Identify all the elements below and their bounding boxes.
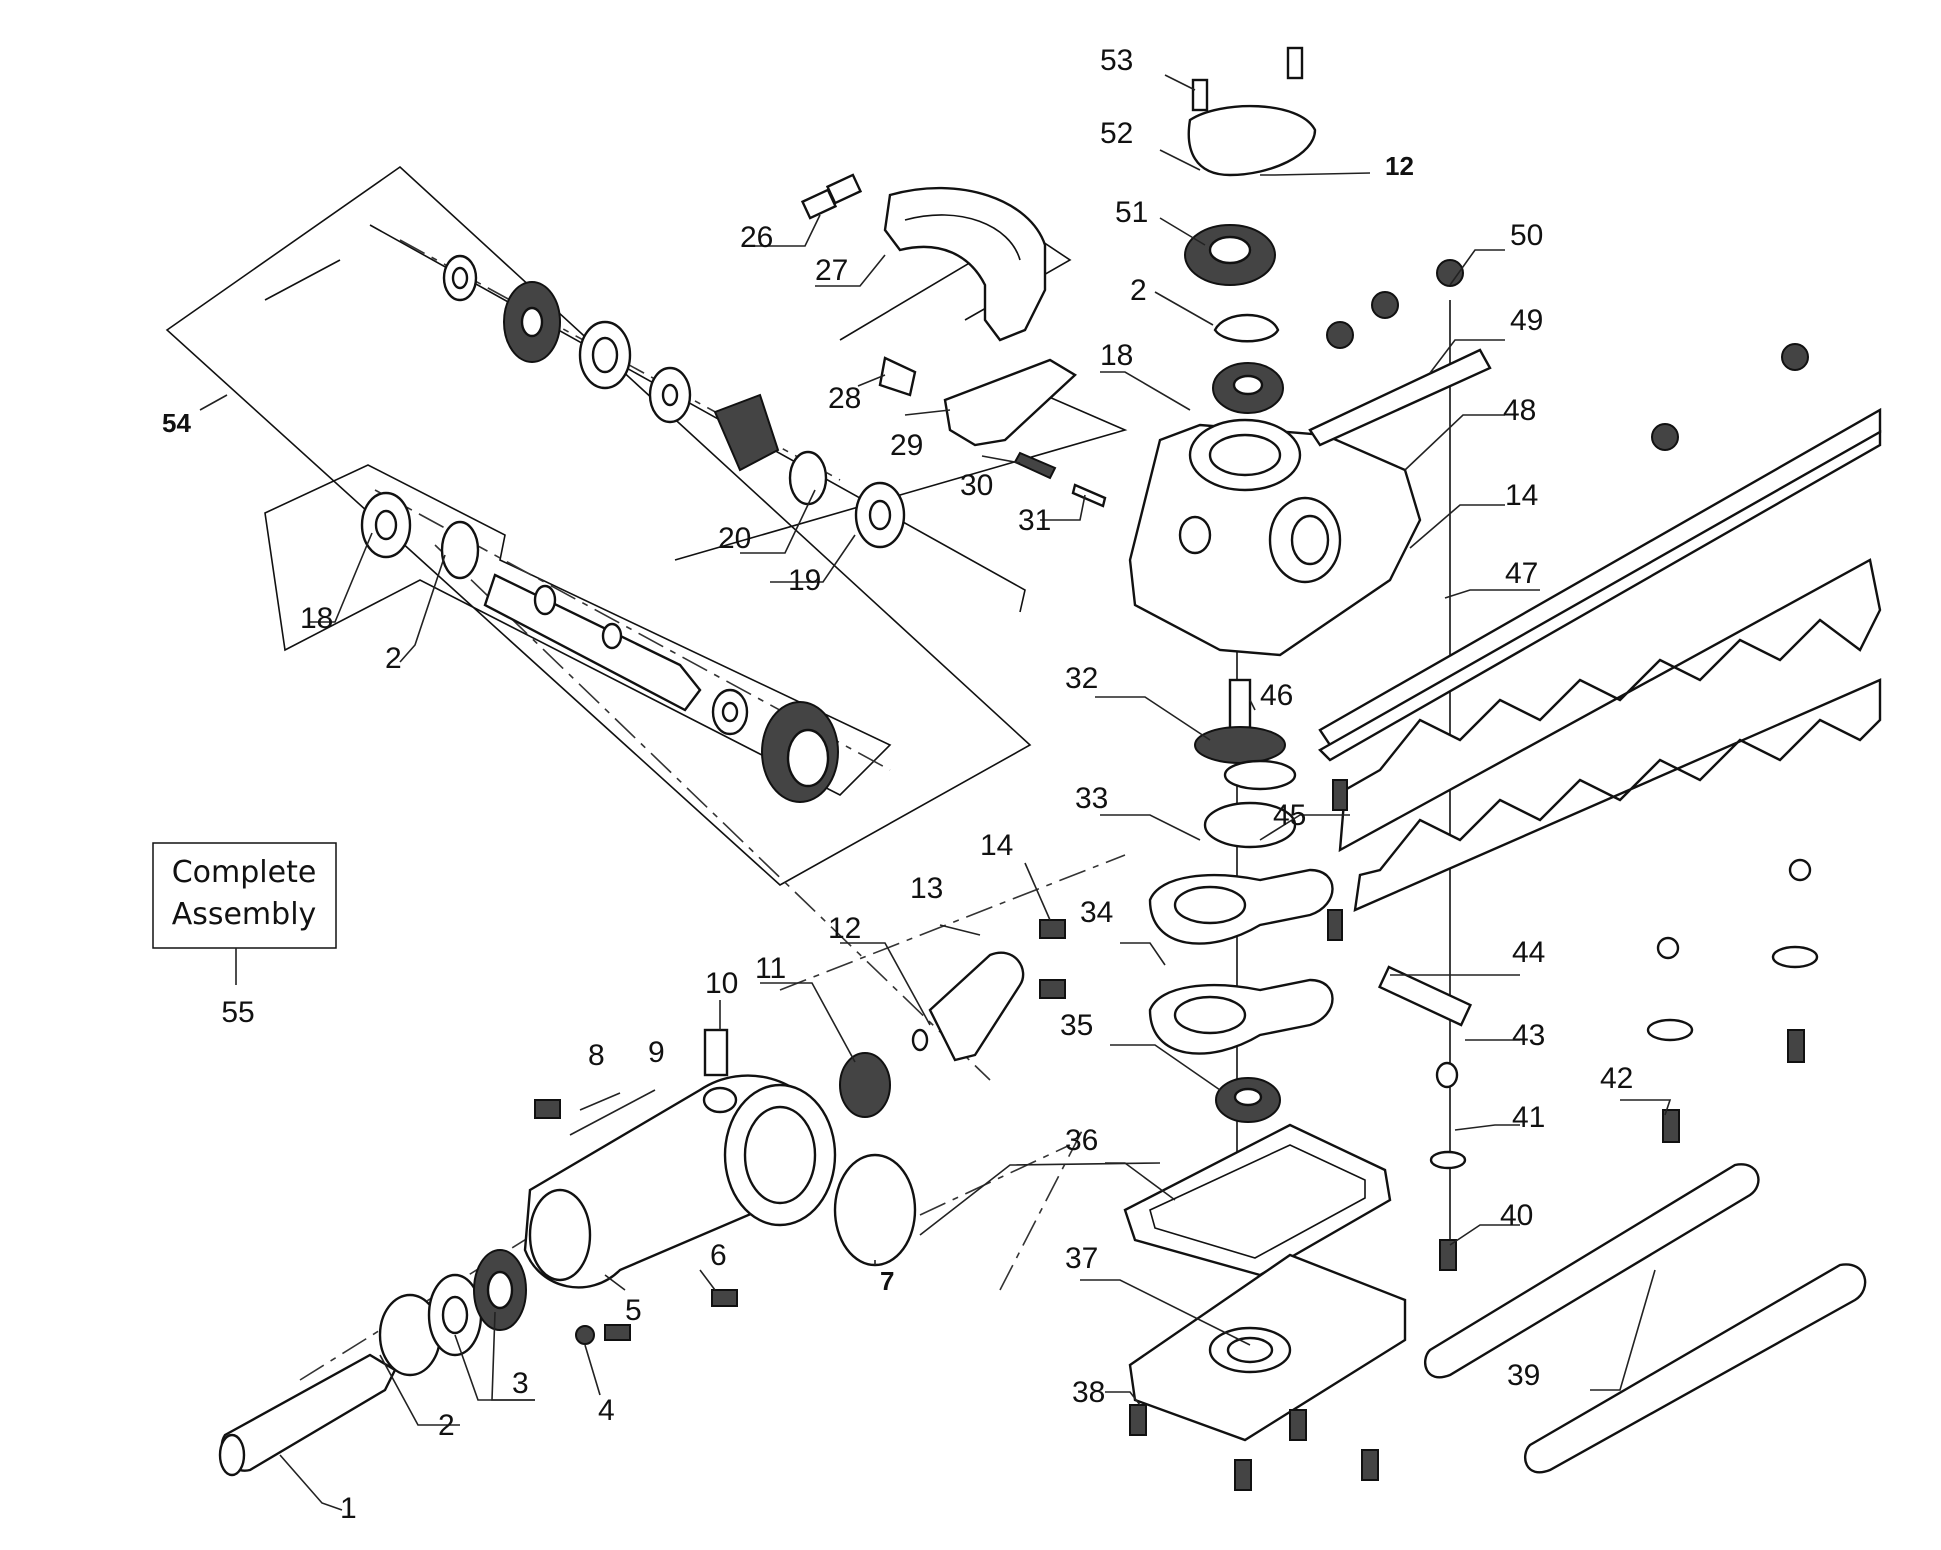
callout-leaders — [199, 74, 1672, 1511]
blade-covers — [1423, 1163, 1867, 1474]
callout-49: 49 — [1510, 304, 1543, 337]
top-gear-stack — [1184, 46, 1317, 414]
callout-12-upper: 12 — [1385, 151, 1414, 181]
callout-18-left: 18 — [300, 602, 333, 635]
callout-11: 11 — [755, 952, 786, 985]
callout-1: 1 — [340, 1492, 357, 1525]
callout-13: 13 — [910, 872, 943, 905]
callout-35: 35 — [1060, 1009, 1093, 1042]
assembly-box-line2: Assembly — [172, 897, 317, 932]
callout-53: 53 — [1100, 44, 1133, 77]
callout-34: 34 — [1080, 896, 1113, 929]
blade-hardware — [1327, 779, 1819, 1271]
callout-numbers: 1 2 3 4 5 6 7 8 9 10 11 12 13 14 18 2 19… — [162, 44, 1633, 1525]
callout-39: 39 — [1507, 1359, 1540, 1392]
callout-26: 26 — [740, 221, 773, 254]
assembly-box-number: 55 — [221, 996, 254, 1029]
lower-drive-housing — [523, 951, 1025, 1289]
callout-50: 50 — [1510, 219, 1543, 252]
callout-52: 52 — [1100, 117, 1133, 150]
handle-lever-parts — [800, 173, 1107, 508]
callout-6: 6 — [710, 1239, 727, 1272]
callout-9: 9 — [648, 1036, 665, 1069]
callout-20: 20 — [718, 522, 751, 555]
callout-38: 38 — [1072, 1376, 1105, 1409]
cutting-blades — [1338, 558, 1882, 912]
callout-47: 47 — [1505, 557, 1538, 590]
clamp-plates — [1148, 868, 1334, 1055]
callout-27: 27 — [815, 254, 848, 287]
callout-30: 30 — [960, 469, 993, 502]
callout-12-lower: 12 — [828, 912, 861, 945]
callout-32: 32 — [1065, 662, 1098, 695]
callout-2-upper: 2 — [1130, 274, 1147, 307]
callout-44: 44 — [1512, 936, 1545, 969]
upper-gear-subassembly — [360, 254, 906, 580]
callout-28: 28 — [828, 382, 861, 415]
hex-nuts — [1326, 259, 1809, 451]
callout-36: 36 — [1065, 1124, 1098, 1157]
callout-19: 19 — [788, 564, 821, 597]
callout-45: 45 — [1273, 799, 1306, 832]
callout-18-upper: 18 — [1100, 339, 1133, 372]
input-shaft-parts — [218, 919, 1066, 1477]
callout-31: 31 — [1018, 504, 1051, 537]
callout-7: 7 — [880, 1266, 894, 1296]
callout-37: 37 — [1065, 1242, 1098, 1275]
callout-40: 40 — [1500, 1199, 1533, 1232]
callout-3: 3 — [512, 1367, 529, 1400]
gasket-and-base-plate — [1123, 1123, 1407, 1442]
assembly-box-line1: Complete — [172, 855, 317, 890]
base-bolts — [1129, 1404, 1379, 1491]
callout-46: 46 — [1260, 679, 1293, 712]
pinion-and-bearings — [1194, 678, 1297, 1123]
callout-54: 54 — [162, 408, 191, 438]
drive-shaft — [483, 573, 839, 803]
callout-14-upper: 14 — [1505, 479, 1538, 512]
callout-51: 51 — [1115, 196, 1148, 229]
callout-29: 29 — [890, 429, 923, 462]
callout-48: 48 — [1503, 394, 1536, 427]
callout-8: 8 — [588, 1039, 605, 1072]
callout-14-lower: 14 — [980, 829, 1013, 862]
callout-42: 42 — [1600, 1062, 1633, 1095]
complete-assembly-box: Complete Assembly 55 — [152, 842, 337, 1029]
callout-10: 10 — [705, 967, 738, 1000]
callout-2-lower: 2 — [438, 1409, 455, 1442]
callout-41: 41 — [1512, 1101, 1545, 1134]
callout-4: 4 — [598, 1394, 615, 1427]
blade-bars — [1308, 348, 1882, 762]
callout-2-left: 2 — [385, 642, 402, 675]
callout-43: 43 — [1512, 1019, 1545, 1052]
callout-5: 5 — [625, 1294, 642, 1327]
gearbox-housing — [1128, 418, 1422, 657]
callout-33: 33 — [1075, 782, 1108, 815]
